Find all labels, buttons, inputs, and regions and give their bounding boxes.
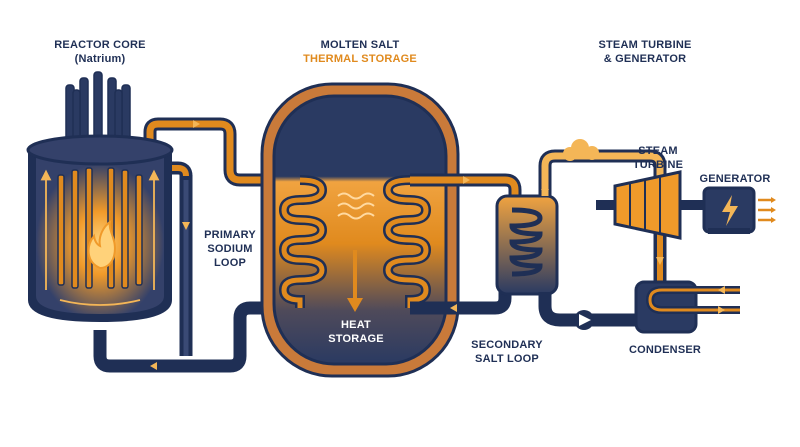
label-reactor-core-subtitle: (Natrium) xyxy=(74,53,126,65)
left-heat-coil xyxy=(278,175,328,308)
steam-pipes xyxy=(538,149,667,327)
label-primary-loop: PRIMARY SODIUM LOOP xyxy=(196,228,264,270)
label-heat-storage-1: HEAT xyxy=(341,319,371,331)
generator-lightning-icon xyxy=(702,186,776,234)
label-secondary-loop-1: SECONDARY xyxy=(471,339,543,351)
label-steam-turbine-1: STEAM xyxy=(638,145,678,157)
label-steam-turbine: STEAM TURBINE xyxy=(618,144,698,172)
label-secondary-loop-2: SALT LOOP xyxy=(475,353,539,365)
reactor-core-icon xyxy=(26,71,174,322)
label-steam-turbine-2: TURBINE xyxy=(632,159,684,171)
label-stg-line2: & GENERATOR xyxy=(603,53,687,65)
right-heat-coil xyxy=(382,175,432,308)
label-molten-salt: MOLTEN SALT THERMAL STORAGE xyxy=(285,38,435,66)
label-steam-turbine-generator: STEAM TURBINE & GENERATOR xyxy=(570,38,720,66)
turbine-icon xyxy=(596,170,706,240)
label-thermal-storage: THERMAL STORAGE xyxy=(303,53,417,65)
label-heat-storage: HEAT STORAGE xyxy=(326,318,386,346)
flame-icon xyxy=(87,219,116,270)
label-heat-storage-2: STORAGE xyxy=(328,333,384,345)
heat-exchanger-icon xyxy=(495,194,559,296)
label-reactor-core-title: REACTOR CORE xyxy=(54,39,146,51)
secondary-loop-pipes xyxy=(410,173,522,315)
label-primary-loop-3: LOOP xyxy=(214,257,246,269)
label-reactor-core: REACTOR CORE (Natrium) xyxy=(40,38,160,66)
condenser-icon xyxy=(634,280,740,334)
label-stg-line1: STEAM TURBINE xyxy=(598,39,692,51)
steam-cloud-icon xyxy=(563,139,599,161)
label-primary-loop-2: SODIUM xyxy=(207,243,253,255)
label-generator: GENERATOR xyxy=(699,173,771,185)
pump-icon xyxy=(574,310,594,330)
label-condenser: CONDENSER xyxy=(628,344,702,356)
label-molten-salt-title: MOLTEN SALT xyxy=(320,39,400,51)
label-secondary-loop: SECONDARY SALT LOOP xyxy=(462,338,552,366)
label-primary-loop-1: PRIMARY xyxy=(204,229,256,241)
